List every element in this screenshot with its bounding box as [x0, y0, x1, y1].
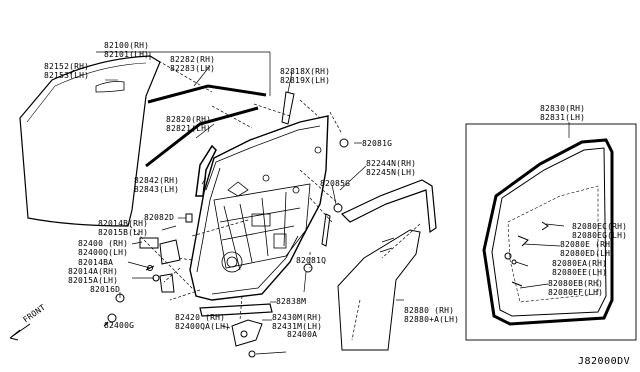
- part-82400Q: 82400Q(LH): [78, 248, 129, 257]
- part-82080EA: 82080EA(RH): [552, 259, 608, 268]
- label-82818: 82818X(RH) 82819X(LH): [280, 67, 330, 85]
- label-82400G: 82400G: [104, 321, 135, 330]
- label-82152: 82152(RH) 82153(LH): [44, 62, 89, 80]
- part-82420: 82420 (RH): [175, 313, 226, 322]
- label-82244: 82244N(RH) 82245N(LH): [366, 159, 416, 177]
- part-82080EB: 82080EB(RH): [548, 279, 604, 288]
- label-82842: 82842(RH) 82843(LH): [134, 176, 179, 194]
- part-82843: 82843(LH): [134, 185, 180, 194]
- part-82820: 82820(RH): [166, 115, 212, 124]
- label-82880: 82880 (RH) 82880+A(LH): [404, 306, 459, 324]
- front-arrow: [9, 323, 31, 341]
- diagram-code: J82000DV: [578, 356, 631, 367]
- door-outer-panel: [19, 55, 161, 227]
- part-82100: 82100(RH): [104, 41, 150, 50]
- label-82282: 82282(RH) 82283(LH): [170, 55, 215, 73]
- lock-actuator: [159, 239, 181, 265]
- label-82016D: 82016D: [90, 285, 121, 294]
- part-82880: 82880 (RH): [404, 306, 455, 315]
- rear-sash: [281, 91, 295, 125]
- label-82830: 82830(RH) 82831(LH): [540, 104, 585, 122]
- part-82080ED: 82080ED(LH): [560, 249, 616, 258]
- part-82015B: 82015B(LH): [98, 228, 149, 237]
- part-82830: 82830(RH): [540, 104, 586, 113]
- part-82430M: 82430M(RH): [272, 313, 323, 322]
- part-82080E: 82080E (RH): [560, 240, 616, 249]
- window-molding: [147, 84, 267, 104]
- label-82014A: 82014A(RH) 82015A(LH): [68, 267, 118, 285]
- run-channel: [340, 179, 437, 234]
- part-82400: 82400 (RH): [78, 239, 129, 248]
- part-82014B: 82014B(RH): [98, 219, 149, 228]
- part-82431M: 82431M(LH): [272, 322, 323, 331]
- part-82080EC: 82080EC(RH): [572, 222, 628, 231]
- part-82282: 82282(RH): [170, 55, 216, 64]
- part-82080EF: 82080EF(LH): [548, 288, 604, 297]
- label-82081G: 82081G: [362, 139, 393, 148]
- label-82400A: 82400A: [287, 330, 318, 339]
- clip-82081Q: [303, 263, 313, 273]
- weatherstrip-lower: [199, 303, 273, 317]
- part-82245N: 82245N(LH): [366, 168, 417, 177]
- part-82080EG: 82080EG(LH): [572, 231, 628, 240]
- part-82014A: 82014A(RH): [68, 267, 119, 276]
- part-82080EE: 82080EE(LH): [552, 268, 608, 277]
- label-82420: 82420 (RH) 82400QA(LH): [175, 313, 230, 331]
- door-frame: [189, 115, 329, 301]
- label-82400: 82400 (RH) 82400Q(LH): [78, 239, 128, 257]
- weatherstrip-box: [465, 123, 637, 341]
- label-82014B: 82014B(RH) 82015B(LH): [98, 219, 148, 237]
- label-82080E: 82080E (RH) 82080ED(LH): [560, 240, 615, 258]
- grommet-82085G: [333, 203, 343, 213]
- label-82081Q: 82081Q: [296, 256, 327, 265]
- belt-molding: [145, 106, 259, 168]
- part-82819X: 82819X(LH): [280, 76, 331, 85]
- label-82014BA: 82014BA: [78, 258, 114, 267]
- clip-82082D: [185, 213, 193, 223]
- label-82085G: 82085G: [320, 179, 351, 188]
- part-82400QA: 82400QA(LH): [175, 322, 231, 331]
- inside-handle: [231, 319, 263, 347]
- part-82831: 82831(LH): [540, 113, 586, 122]
- label-82080EA: 82080EA(RH) 82080EE(LH): [552, 259, 607, 277]
- label-82430: 82430M(RH) 82431M(LH): [272, 313, 322, 331]
- label-82080EB: 82080EB(RH) 82080EF(LH): [548, 279, 603, 297]
- part-82283: 82283(LH): [170, 64, 216, 73]
- door-glass: [337, 229, 421, 351]
- part-82244N: 82244N(RH): [366, 159, 417, 168]
- door-weatherstrip: [482, 138, 614, 326]
- part-82818X: 82818X(RH): [280, 67, 331, 76]
- clip-82081G: [339, 138, 349, 148]
- part-82101: 82101(LH): [104, 50, 150, 59]
- label-82100: 82100(RH) 82101(LH): [104, 41, 149, 59]
- part-82153: 82153(LH): [44, 71, 90, 80]
- label-82838M: 82838M: [276, 297, 307, 306]
- part-82821: 82821(LH): [166, 124, 212, 133]
- part-82842: 82842(RH): [134, 176, 180, 185]
- part-82152: 82152(RH): [44, 62, 90, 71]
- label-82820: 82820(RH) 82821(LH): [166, 115, 211, 133]
- part-82880A: 82880+A(LH): [404, 315, 460, 324]
- part-82015A: 82015A(LH): [68, 276, 119, 285]
- label-82080EC: 82080EC(RH) 82080EG(LH): [572, 222, 627, 240]
- label-82082D: 82082D: [144, 213, 175, 222]
